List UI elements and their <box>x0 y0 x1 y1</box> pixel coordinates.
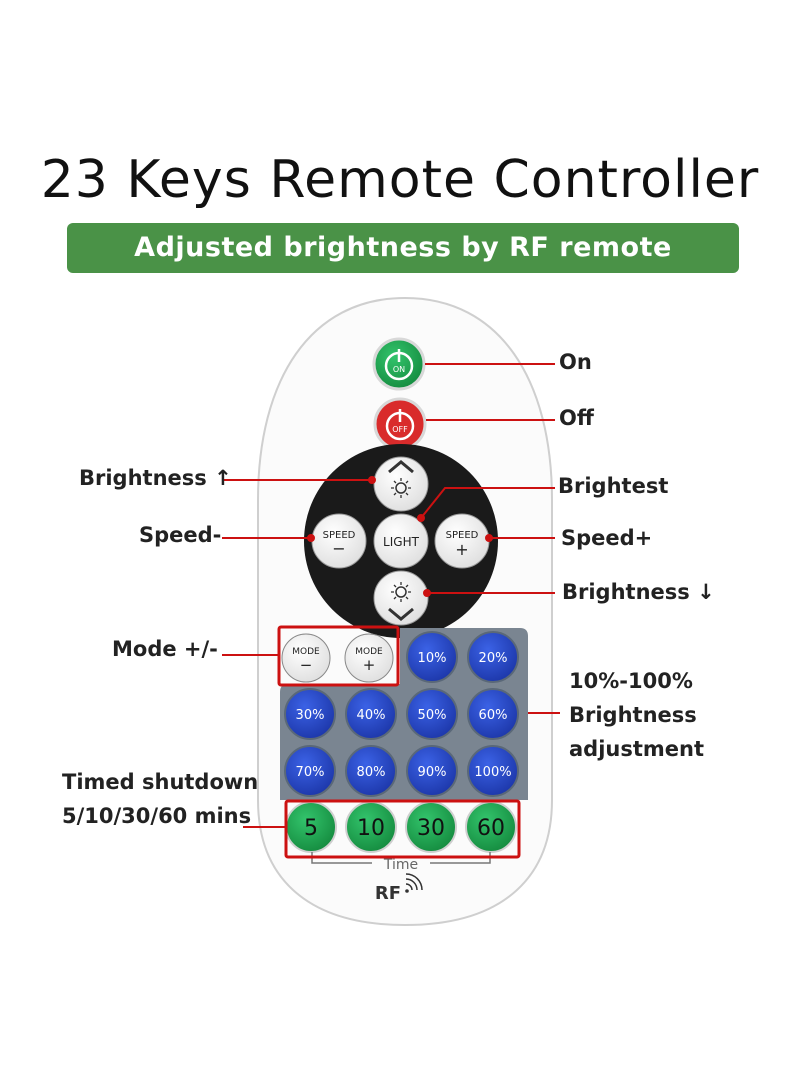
brightness-key-label: 20% <box>479 651 508 666</box>
brightness-20-button[interactable]: 20% <box>467 631 519 683</box>
mode-minus-button[interactable]: MODE − <box>281 633 331 683</box>
brightness-10-button[interactable]: 10% <box>406 631 458 683</box>
timer-caption: Time <box>383 857 418 873</box>
label-brightness-word: Brightness <box>569 703 697 727</box>
light-button-label: LIGHT <box>383 535 420 549</box>
label-off: Off <box>559 406 594 430</box>
brightness-key-label: 70% <box>296 765 325 780</box>
brightness-key-label: 100% <box>474 765 511 780</box>
mode-minus-label: MODE <box>292 647 320 657</box>
timer-key-label: 30 <box>417 816 445 841</box>
timer-10-button[interactable]: 10 <box>345 801 397 853</box>
label-brightness-down: Brightness ↓ <box>562 580 715 604</box>
timer-key-label: 60 <box>477 816 505 841</box>
brightness-key-label: 50% <box>418 708 447 723</box>
wireless-signal-icon <box>405 873 423 893</box>
mode-plus-sign: + <box>363 656 376 674</box>
brightness-80-button[interactable]: 80% <box>345 745 397 797</box>
speed-plus-sign: + <box>455 540 468 559</box>
speed-minus-sign: − <box>332 539 345 558</box>
label-speed-plus: Speed+ <box>561 526 653 550</box>
timer-key-label: 10 <box>357 816 385 841</box>
off-button-label: OFF <box>392 425 408 434</box>
mode-plus-button[interactable]: MODE + <box>344 633 394 683</box>
speed-minus-label: SPEED <box>323 530 356 541</box>
page-title: 23 Keys Remote Controller <box>40 150 760 210</box>
brand-label: RF <box>375 883 401 904</box>
on-button[interactable]: ON <box>372 337 426 391</box>
label-brightness-up: Brightness ↑ <box>79 466 232 490</box>
brightness-50-button[interactable]: 50% <box>406 688 458 740</box>
speed-plus-button[interactable]: SPEED + <box>434 513 490 569</box>
brightness-60-button[interactable]: 60% <box>467 688 519 740</box>
sun-icon <box>391 582 411 602</box>
brightness-90-button[interactable]: 90% <box>406 745 458 797</box>
speed-minus-button[interactable]: SPEED − <box>311 513 367 569</box>
rf-logo: RF <box>375 873 423 904</box>
label-adjustment-word: adjustment <box>569 737 705 761</box>
brightness-key-label: 10% <box>418 651 447 666</box>
label-speed-minus: Speed- <box>139 523 222 547</box>
brightness-key-label: 40% <box>357 708 386 723</box>
label-brightest: Brightest <box>558 474 669 498</box>
brightness-70-button[interactable]: 70% <box>284 745 336 797</box>
brightness-key-label: 80% <box>357 765 386 780</box>
brightness-key-label: 30% <box>296 708 325 723</box>
brightness-down-button[interactable] <box>373 570 429 626</box>
label-timed-shutdown: Timed shutdown <box>62 770 259 794</box>
label-mode: Mode +/- <box>112 637 218 661</box>
timer-key-label: 5 <box>304 816 318 841</box>
brightness-up-button[interactable] <box>373 456 429 512</box>
subtitle-banner: Adjusted brightness by RF remote control… <box>67 223 739 313</box>
timer-30-button[interactable]: 30 <box>405 801 457 853</box>
callout-lines <box>222 363 560 828</box>
mode-plus-label: MODE <box>355 647 383 657</box>
light-button[interactable]: LIGHT <box>373 513 429 569</box>
label-brightness-range: 10%-100% <box>569 669 693 693</box>
speed-plus-label: SPEED <box>446 530 479 541</box>
timer-highlight-box <box>284 799 521 859</box>
label-on: On <box>559 350 592 374</box>
brightness-key-label: 60% <box>479 708 508 723</box>
sun-icon <box>391 478 411 498</box>
on-button-label: ON <box>393 365 405 374</box>
brightness-40-button[interactable]: 40% <box>345 688 397 740</box>
timer-5-button[interactable]: 5 <box>285 801 337 853</box>
brightness-key-label: 90% <box>418 765 447 780</box>
off-button[interactable]: OFF <box>373 397 427 451</box>
label-timer-options: 5/10/30/60 mins <box>62 804 252 828</box>
timer-60-button[interactable]: 60 <box>465 801 517 853</box>
keypad-panel <box>280 628 528 800</box>
mode-minus-sign: − <box>300 656 313 674</box>
brightness-30-button[interactable]: 30% <box>284 688 336 740</box>
brightness-100-button[interactable]: 100% <box>467 745 519 797</box>
